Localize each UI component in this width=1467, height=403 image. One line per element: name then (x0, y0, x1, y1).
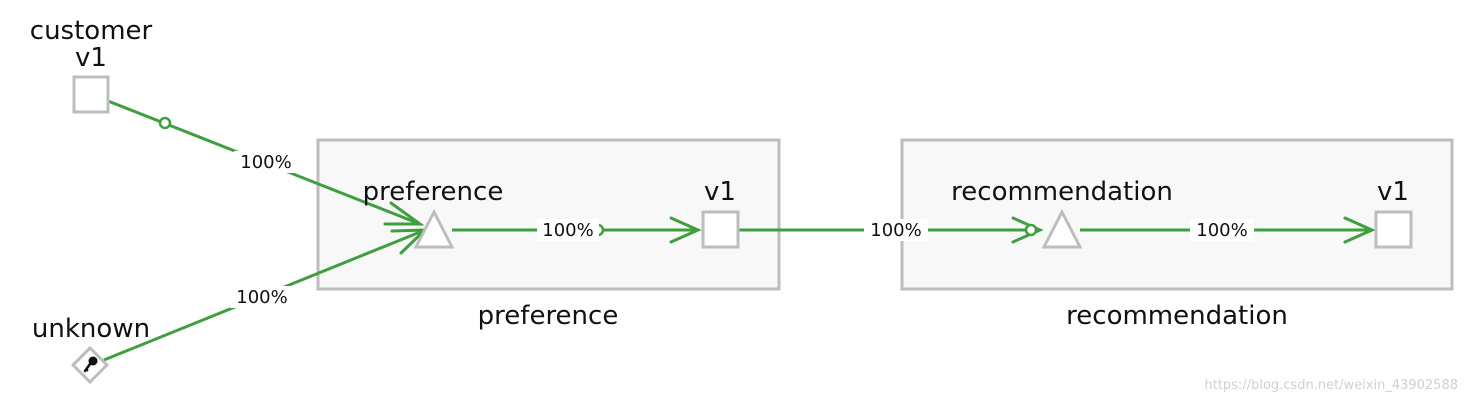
unknown-label: unknown (32, 314, 150, 344)
edge-label-recommendation-v1: 100% (1196, 220, 1247, 241)
watermark: https://blog.csdn.net/weixin_43902588 (1204, 378, 1458, 393)
recommendation-service-label: recommendation (951, 177, 1173, 207)
preference-service-label: preference (363, 177, 504, 207)
preference-group-label: preference (478, 301, 619, 331)
recommendation-group-label: recommendation (1066, 301, 1288, 331)
recommendation-group-box[interactable] (900, 138, 1454, 291)
key-icon (83, 356, 98, 373)
edge-label-bg (230, 286, 294, 308)
edge-label-bg (1190, 219, 1254, 241)
edge-label-preference-v1: 100% (542, 220, 593, 241)
preference-version-label: v1 (704, 177, 736, 207)
customer-app-label: customer (30, 16, 153, 46)
unknown-node[interactable] (70, 345, 110, 385)
preference-service-node[interactable] (413, 208, 455, 249)
customer-v1-node[interactable] (72, 75, 110, 114)
edge-label-unknown: 100% (236, 287, 287, 308)
edge-label-to-recommendation: 100% (870, 220, 921, 241)
edge-label-bg (234, 151, 298, 173)
edge-label-bg (537, 219, 599, 241)
recommendation-version-label: v1 (1377, 177, 1409, 207)
recommendation-service-node[interactable] (1041, 208, 1083, 249)
customer-version-label: v1 (75, 43, 107, 73)
preference-v1-node[interactable] (701, 210, 740, 249)
recommendation-v1-node[interactable] (1374, 210, 1413, 249)
edge-label-customer: 100% (240, 152, 291, 173)
edge-label-bg (864, 219, 928, 241)
